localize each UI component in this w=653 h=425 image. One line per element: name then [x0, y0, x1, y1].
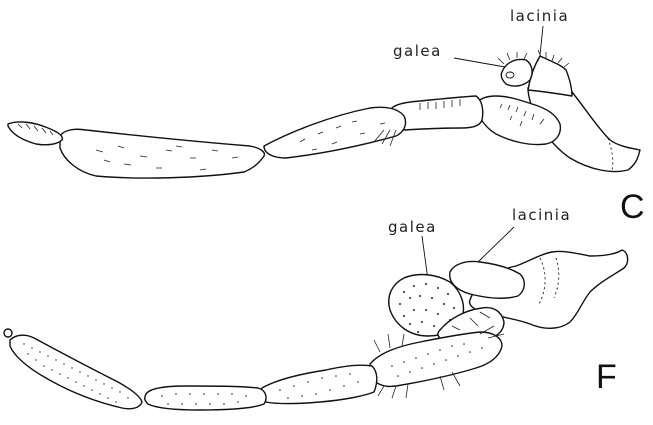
lacinia-leader-line-c [539, 25, 544, 56]
lacinia-setae-c [537, 49, 570, 68]
palpifer-setae-c [499, 103, 545, 127]
panel-f: galea lacinia F [3, 206, 629, 411]
palp-joint-setae-c [373, 129, 397, 147]
palp-segment-3-texture-f [279, 373, 359, 399]
lacinia-leader-line-f [477, 226, 515, 263]
palp-segment-4-f [369, 331, 503, 388]
palp-segment-1-c [7, 121, 64, 146]
palp-segment-2-f [143, 385, 267, 411]
lacinia-label-f: lacinia [512, 206, 571, 224]
galea-leader-line-c [453, 57, 506, 68]
palpifer-setae-f [451, 311, 491, 331]
galea-c [500, 58, 533, 87]
lacinia-label-c: lacinia [510, 7, 569, 25]
palp-segment-1-texture-f [23, 343, 129, 403]
palp-segment-4-texture-f [391, 343, 483, 377]
palpifer-c [475, 95, 562, 146]
galea-f [388, 273, 465, 337]
lacinia-f [449, 260, 525, 299]
palp-apex-papilla-f [3, 328, 13, 338]
panel-letter-f: F [596, 358, 617, 396]
palp-segment-2-setae-c [95, 145, 239, 171]
palp-segment-3-f [259, 364, 378, 405]
palp-segment-1-f [9, 334, 143, 410]
galea-label-f: galea [388, 218, 437, 236]
galea-setae-c [497, 52, 528, 65]
stipes-sutures-f [537, 257, 560, 307]
palp-segment-1-setae-c [17, 123, 54, 136]
palp-segment-3-c [263, 106, 407, 159]
galea-label-c: galea [393, 42, 442, 60]
panel-letter-c: C [620, 188, 645, 226]
galea-leader-line-f [421, 235, 429, 281]
palp-segment-2-c [59, 128, 266, 179]
palp-segment-4-setae-f [373, 325, 505, 399]
lacinia-c [527, 55, 573, 97]
palp-segment-2-texture-f [161, 393, 247, 405]
panel-c: lacinia galea C [7, 7, 645, 226]
palp-segment-4-setae-c [419, 99, 461, 110]
cardo-suture-c [607, 137, 614, 171]
galea-pore-c [505, 71, 515, 79]
palp-segment-3-setae-c [299, 120, 386, 151]
